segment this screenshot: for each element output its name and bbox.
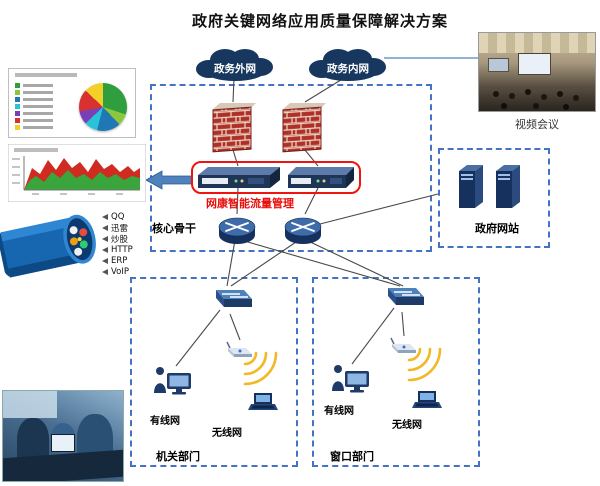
traffic-mgmt-label: 网康智能流量管理 — [206, 197, 294, 210]
dept-right-zone — [312, 277, 480, 467]
page-title: 政府关键网络应用质量保障解决方案 — [191, 12, 448, 30]
laptop-icon — [410, 390, 442, 412]
cloud-shape — [196, 49, 273, 81]
photo-projection-screen — [518, 53, 551, 76]
app-label: 炒股 — [111, 235, 129, 245]
wifi-signal-icon — [242, 350, 282, 390]
server-tower-icon — [455, 162, 487, 212]
wireless-ap-icon — [224, 340, 254, 360]
cloud-extranet-label: 政务外网 — [214, 62, 256, 75]
server-tower-icon — [492, 162, 524, 212]
app-label: 迅雷 — [111, 224, 129, 234]
photo-ceiling — [479, 33, 595, 54]
dept-right-label: 窗口部门 — [330, 450, 374, 463]
left-arrow-icon — [102, 247, 108, 253]
user-icon — [330, 364, 346, 392]
wireless-network-label: 无线网 — [392, 420, 422, 431]
router-icon — [283, 212, 323, 246]
chart-legend — [15, 82, 53, 131]
router-icon — [217, 212, 257, 246]
wired-network-label: 有线网 — [150, 416, 180, 427]
app-label-row: VoIP — [102, 267, 129, 277]
wifi-signal-icon — [406, 346, 446, 386]
pointer-arrow-icon — [146, 170, 192, 190]
chart-title-line — [15, 73, 77, 77]
gov-website-label: 政府网站 — [475, 222, 519, 235]
desktop-monitor-icon — [166, 372, 192, 396]
left-arrow-icon — [102, 236, 108, 242]
traffic-report-chart — [8, 68, 136, 138]
app-label-row: HTTP — [102, 245, 133, 255]
app-label: HTTP — [111, 245, 133, 255]
traffic-appliance-icon — [286, 164, 356, 192]
switch-icon — [378, 282, 426, 312]
photo-sideboard — [488, 57, 510, 72]
user-icon — [152, 366, 168, 394]
pie-chart — [79, 83, 127, 131]
firewall-icon — [280, 100, 326, 154]
app-label: QQ — [111, 212, 125, 222]
photo-monitor — [51, 434, 75, 453]
core-backbone-label: 核心骨干 — [152, 222, 196, 235]
app-label-row: 炒股 — [102, 234, 129, 245]
office-photo — [2, 390, 124, 482]
core-network-zone — [150, 84, 432, 252]
app-label-row: 迅雷 — [102, 223, 129, 234]
wired-network-label: 有线网 — [324, 406, 354, 417]
photo-window-light — [3, 391, 57, 418]
app-label: VoIP — [111, 267, 129, 277]
cloud-intranet: 政务内网 — [306, 46, 390, 82]
app-label-row: QQ — [102, 212, 124, 222]
firewall-icon — [210, 100, 256, 154]
video-conference-caption: 视频会议 — [515, 118, 559, 131]
left-arrow-icon — [102, 225, 108, 231]
traffic-appliance-icon — [196, 164, 282, 192]
cloud-intranet-label: 政务内网 — [327, 62, 369, 75]
photo-audience — [493, 91, 499, 97]
gov-website-zone — [438, 148, 550, 248]
fiber-cable-graphic — [0, 202, 104, 286]
video-conference-photo — [478, 32, 596, 112]
wireless-network-label: 无线网 — [212, 428, 242, 439]
cloud-extranet: 政务外网 — [193, 46, 277, 82]
app-label-row: ERP — [102, 256, 127, 266]
dept-left-label: 机关部门 — [156, 450, 200, 463]
left-arrow-icon — [102, 214, 108, 220]
left-arrow-icon — [102, 269, 108, 275]
switch-icon — [206, 284, 254, 314]
laptop-icon — [246, 392, 278, 414]
left-arrow-icon — [102, 258, 108, 264]
dept-left-zone — [130, 277, 298, 467]
wireless-ap-icon — [388, 336, 418, 356]
desktop-monitor-icon — [344, 370, 370, 394]
app-label: ERP — [111, 256, 128, 266]
cloud-shape — [309, 49, 386, 81]
bandwidth-trend-chart — [8, 144, 146, 202]
